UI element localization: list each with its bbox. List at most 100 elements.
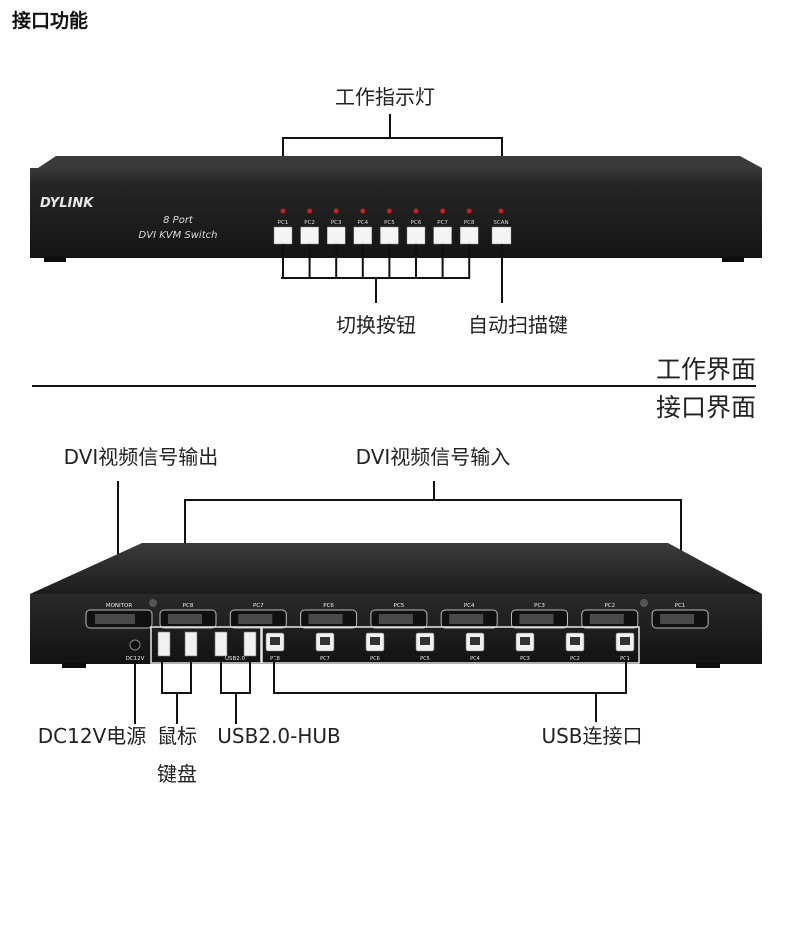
page-title: 接口功能 xyxy=(12,10,89,32)
button-label-pc3: PC3 xyxy=(331,220,342,226)
button-label-pc1: PC1 xyxy=(278,220,289,226)
switch-button-pc2[interactable] xyxy=(300,226,319,245)
dvi-port-label: PC3 xyxy=(534,603,545,609)
front-panel: 工作指示灯 DYLINK 8 Port DVI KVM Switch PC1 PC… xyxy=(30,85,762,337)
button-label-pc6: PC6 xyxy=(411,220,422,226)
scan-led xyxy=(498,208,504,214)
switch-button-pc1[interactable] xyxy=(273,226,293,245)
dc-power-jack[interactable] xyxy=(129,639,141,651)
callout-switch-buttons: 切换按钮 xyxy=(336,313,416,337)
switch-button-pc4[interactable] xyxy=(353,226,373,245)
switch-button-pc5[interactable] xyxy=(380,226,399,245)
usb-b-socket xyxy=(320,637,330,645)
usb-hub-port-1[interactable] xyxy=(214,631,228,657)
usb-b-socket xyxy=(270,637,280,645)
section-label-interface: 接口界面 xyxy=(656,393,756,422)
dvi-input-group: PC8 PC7 PC6 PC5 PC4 PC3 PC2 PC1 xyxy=(159,603,709,629)
dvi-port-label: PC2 xyxy=(604,603,615,609)
section-divider: 工作界面 接口界面 xyxy=(32,355,756,422)
dvi-port-label: PC7 xyxy=(253,603,264,609)
dvi-port-label: PC4 xyxy=(464,603,475,609)
dvi-pin-block xyxy=(378,614,413,624)
usb-b-socket xyxy=(370,637,380,645)
usb-hub-label: USB2.0 xyxy=(225,656,246,662)
callout-power: DC12V电源 xyxy=(38,724,147,748)
usb-b-socket xyxy=(620,637,630,645)
switch-button-pc7[interactable] xyxy=(433,226,452,245)
usb-b-socket xyxy=(420,637,430,645)
usb-b-socket xyxy=(570,637,580,645)
scan-button[interactable] xyxy=(491,226,512,245)
section-label-working: 工作界面 xyxy=(656,355,756,384)
front-chassis-top xyxy=(38,156,762,168)
button-label-pc2: PC2 xyxy=(304,220,315,226)
front-foot-left xyxy=(44,257,66,262)
scan-label: SCAN xyxy=(493,220,508,226)
usb-b-socket xyxy=(520,637,530,645)
dvi-pin-block xyxy=(589,614,624,624)
screw-icon xyxy=(640,599,648,607)
indicator-led-pc5 xyxy=(386,208,392,214)
callout-dvi-input: DVI视频信号输入 xyxy=(356,445,511,469)
usb-b-port-label: PC3 xyxy=(520,656,530,662)
callout-indicator-lights: 工作指示灯 xyxy=(335,85,435,109)
callout-keyboard: 键盘 xyxy=(157,762,197,786)
switch-button-pc6[interactable] xyxy=(406,226,426,245)
model-line-1: 8 Port xyxy=(163,215,194,226)
callout-usb-connector: USB连接口 xyxy=(541,724,642,748)
callout-auto-scan-key: 自动扫描键 xyxy=(468,313,568,337)
model-line-2: DVI KVM Switch xyxy=(139,230,218,241)
power-label: DC12V xyxy=(126,656,145,662)
monitor-label: MONITOR xyxy=(106,603,132,609)
rear-chassis-top xyxy=(30,543,762,594)
usb-b-port-label: PC4 xyxy=(470,656,480,662)
callout-mouse: 鼠标 xyxy=(157,724,197,748)
usb-a-keyboard-port[interactable] xyxy=(157,631,171,657)
indicator-led-pc6 xyxy=(413,208,419,214)
indicator-led-pc8 xyxy=(466,208,472,214)
bottom-leaders xyxy=(134,657,627,724)
switch-button-pc3[interactable] xyxy=(326,226,346,245)
front-foot-right xyxy=(722,257,744,262)
dvi-pin-block xyxy=(449,614,484,624)
dvi-port-label: PC6 xyxy=(323,603,334,609)
dvi-port-label: PC1 xyxy=(675,603,686,609)
callout-usb-hub: USB2.0-HUB xyxy=(217,724,340,748)
indicator-led-pc7 xyxy=(440,208,446,214)
indicator-led-pc3 xyxy=(333,208,339,214)
dvi-port-label: PC8 xyxy=(183,603,194,609)
callout-dvi-output: DVI视频信号输出 xyxy=(64,445,219,469)
brand-logo: DYLINK xyxy=(40,196,94,211)
usb-b-socket xyxy=(470,637,480,645)
monitor-dvi-pins xyxy=(95,614,135,624)
indicator-led-pc4 xyxy=(360,208,366,214)
dvi-pin-block xyxy=(660,614,695,624)
switch-bracket xyxy=(281,244,471,303)
usb-b-frame xyxy=(261,626,640,664)
rear-foot-left xyxy=(62,663,86,668)
usb-a-frame xyxy=(150,626,262,664)
usb-hub-port-2[interactable] xyxy=(243,631,257,657)
usb-b-port-label: PC5 xyxy=(420,656,430,662)
dvi-pin-block xyxy=(168,614,202,624)
dvi-port-label: PC5 xyxy=(394,603,405,609)
switch-button-pc8[interactable] xyxy=(459,226,479,245)
usb-b-port-label: PC2 xyxy=(570,656,580,662)
screw-icon xyxy=(149,599,157,607)
dvi-pin-block xyxy=(519,614,554,624)
usb-b-port-label: PC7 xyxy=(320,656,330,662)
button-label-pc5: PC5 xyxy=(384,220,395,226)
front-chassis xyxy=(30,168,762,258)
indicator-led-pc1 xyxy=(280,208,286,214)
button-label-pc8: PC8 xyxy=(464,220,475,226)
button-label-pc4: PC4 xyxy=(357,220,368,226)
usb-b-port-label: PC6 xyxy=(370,656,380,662)
dvi-pin-block xyxy=(308,614,343,624)
rear-foot-right xyxy=(696,663,720,668)
usb-a-mouse-port[interactable] xyxy=(184,631,198,657)
